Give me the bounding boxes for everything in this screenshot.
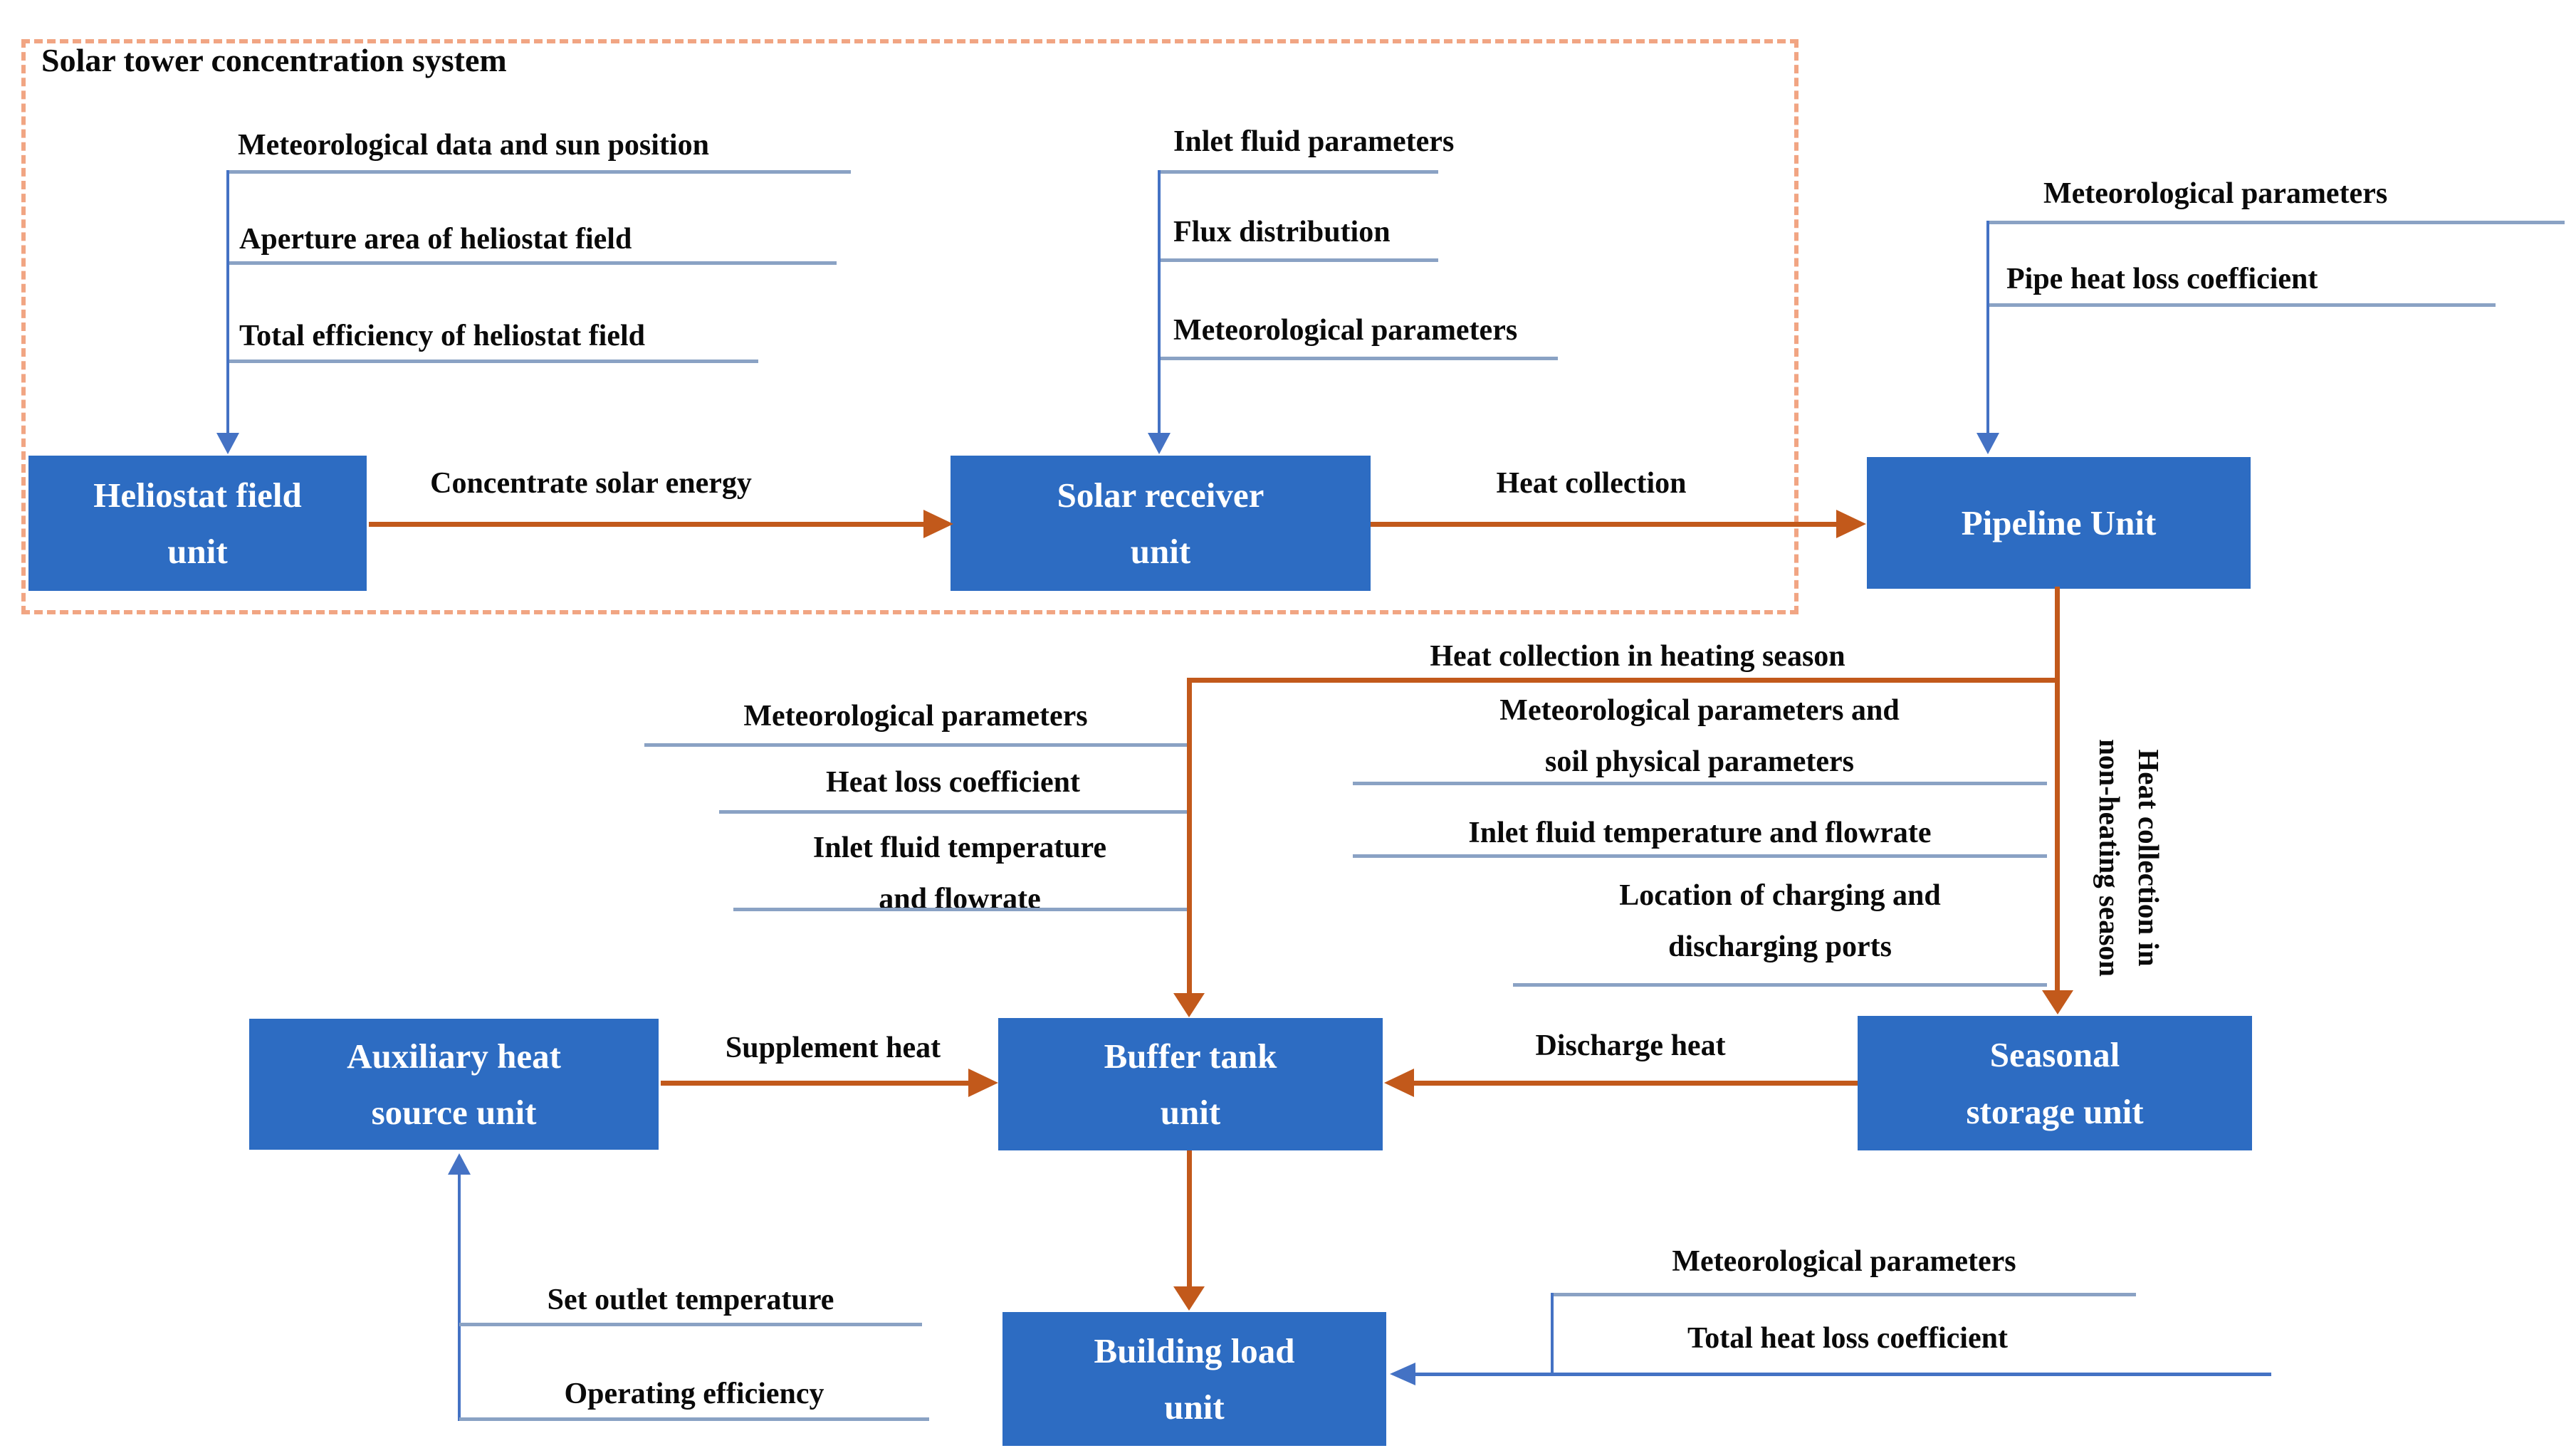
underline [228,261,837,265]
box-label: unit [1164,1388,1225,1427]
input-label-line: Meteorological parameters and [1499,694,1900,727]
buffer-tank-unit-box: Buffer tank unit [998,1018,1383,1150]
flow-label-non-heating-season: Heat collection in non-heating season [2090,666,2168,1050]
input-label-met-sun: Meteorological data and sun position [238,129,709,162]
arrowhead-left-icon [1390,1363,1415,1385]
arrowhead-up-icon [448,1153,471,1175]
input-label-met: Meteorological parameters [743,700,1088,733]
flow-line [661,1081,968,1086]
box-label: Pipeline Unit [1961,503,2157,542]
box-label: source unit [371,1093,537,1132]
input-label-met-soil: Meteorological parameters and soil physi… [1465,685,1934,787]
input-label-total-loss: Total heat loss coefficient [1687,1322,2008,1355]
underline [1159,258,1438,262]
underline [459,1417,929,1421]
underline [1513,983,2047,987]
box-label: Heliostat field [93,475,302,515]
flow-line [1414,1081,1858,1086]
flow-line [1371,522,1836,527]
box-label: Buffer tank [1104,1036,1277,1076]
auxiliary-heat-source-unit-box: Auxiliary heat source unit [249,1019,659,1150]
arrowhead-left-icon [1384,1069,1414,1097]
input-label-inlet: Inlet fluid temperature and flowrate [1468,817,1932,849]
box-label: unit [1160,1093,1221,1132]
input-label-aperture: Aperture area of heliostat field [239,223,632,256]
underline [228,170,851,174]
flow-label-heat-collection: Heat collection [1496,467,1687,500]
flow-label-heating-season: Heat collection in heating season [1430,640,1845,673]
input-label-inlet-params: Inlet fluid parameters [1173,125,1455,158]
arrowhead-down-icon [216,433,239,454]
box-label: Building load [1094,1331,1295,1370]
input-label-set-outlet: Set outlet temperature [547,1284,834,1316]
box-label: unit [167,532,228,571]
arrowhead-down-icon [1976,433,1999,454]
flow-line [1187,678,2060,683]
input-label-line: and flowrate [879,883,1041,916]
input-label-met: Meteorological parameters [2043,177,2388,210]
solar-receiver-unit-box: Solar receiver unit [951,456,1371,591]
flow-label-line: Heat collection in [2132,749,2165,967]
underline [1159,357,1558,360]
box-label: Auxiliary heat [347,1036,561,1076]
arrowhead-down-icon [1173,1286,1205,1311]
underline [733,908,1187,911]
underline [1159,170,1438,174]
flow-label-line: non-heating season [2093,739,2126,977]
arrowhead-right-icon [968,1069,998,1097]
flow-line [2055,587,2060,990]
underline [459,1323,922,1326]
input-connector-line [1986,221,1989,434]
input-connector-line [1415,1373,2271,1376]
input-label-line: soil physical parameters [1545,745,1854,778]
input-label-operating-efficiency: Operating efficiency [564,1378,824,1410]
flow-line [1187,678,1192,993]
input-connector-line [1158,170,1161,434]
input-label-efficiency: Total efficiency of heliostat field [239,320,646,352]
underline [1353,782,2047,785]
underline [1988,221,2565,224]
heliostat-field-unit-box: Heliostat field unit [28,456,367,591]
input-label-pipe-loss: Pipe heat loss coefficient [2006,263,2318,295]
flow-label-concentrate: Concentrate solar energy [430,467,752,500]
input-label-heat-loss: Heat loss coefficient [826,766,1080,799]
flow-label-supplement: Supplement heat [725,1032,941,1064]
input-label-line: discharging ports [1668,930,1892,963]
arrowhead-down-icon [2042,990,2073,1014]
underline [719,810,1187,814]
input-label-flux: Flux distribution [1173,216,1391,248]
box-label: unit [1130,532,1191,571]
box-label: storage unit [1966,1091,2144,1131]
flow-line [369,522,923,527]
flow-label-discharge: Discharge heat [1535,1029,1726,1062]
arrowhead-right-icon [923,510,953,538]
underline [228,360,758,363]
arrowhead-down-icon [1173,993,1205,1017]
input-label-met: Meteorological parameters [1173,314,1518,347]
underline [1988,303,2496,307]
input-connector-line [226,170,229,434]
input-label-line: Inlet fluid temperature [812,832,1107,864]
pipeline-unit-box: Pipeline Unit [1867,457,2251,589]
input-connector-line [1551,1293,1554,1376]
diagram-title: Solar tower concentration system [41,42,507,78]
underline [1552,1293,2136,1296]
input-label-met: Meteorological parameters [1672,1245,2016,1278]
input-label-location: Location of charging and discharging por… [1566,870,1994,972]
box-label: Seasonal [1989,1035,2120,1075]
input-label-line: Location of charging and [1619,879,1941,912]
building-load-unit-box: Building load unit [1002,1312,1386,1446]
box-label: Solar receiver [1057,475,1265,515]
input-connector-line [458,1173,461,1421]
seasonal-storage-unit-box: Seasonal storage unit [1858,1016,2252,1150]
arrowhead-right-icon [1836,510,1866,538]
system-boundary [21,39,1799,614]
underline [644,743,1187,747]
arrowhead-down-icon [1148,433,1171,454]
underline [1353,854,2047,858]
flow-line [1187,1150,1192,1286]
